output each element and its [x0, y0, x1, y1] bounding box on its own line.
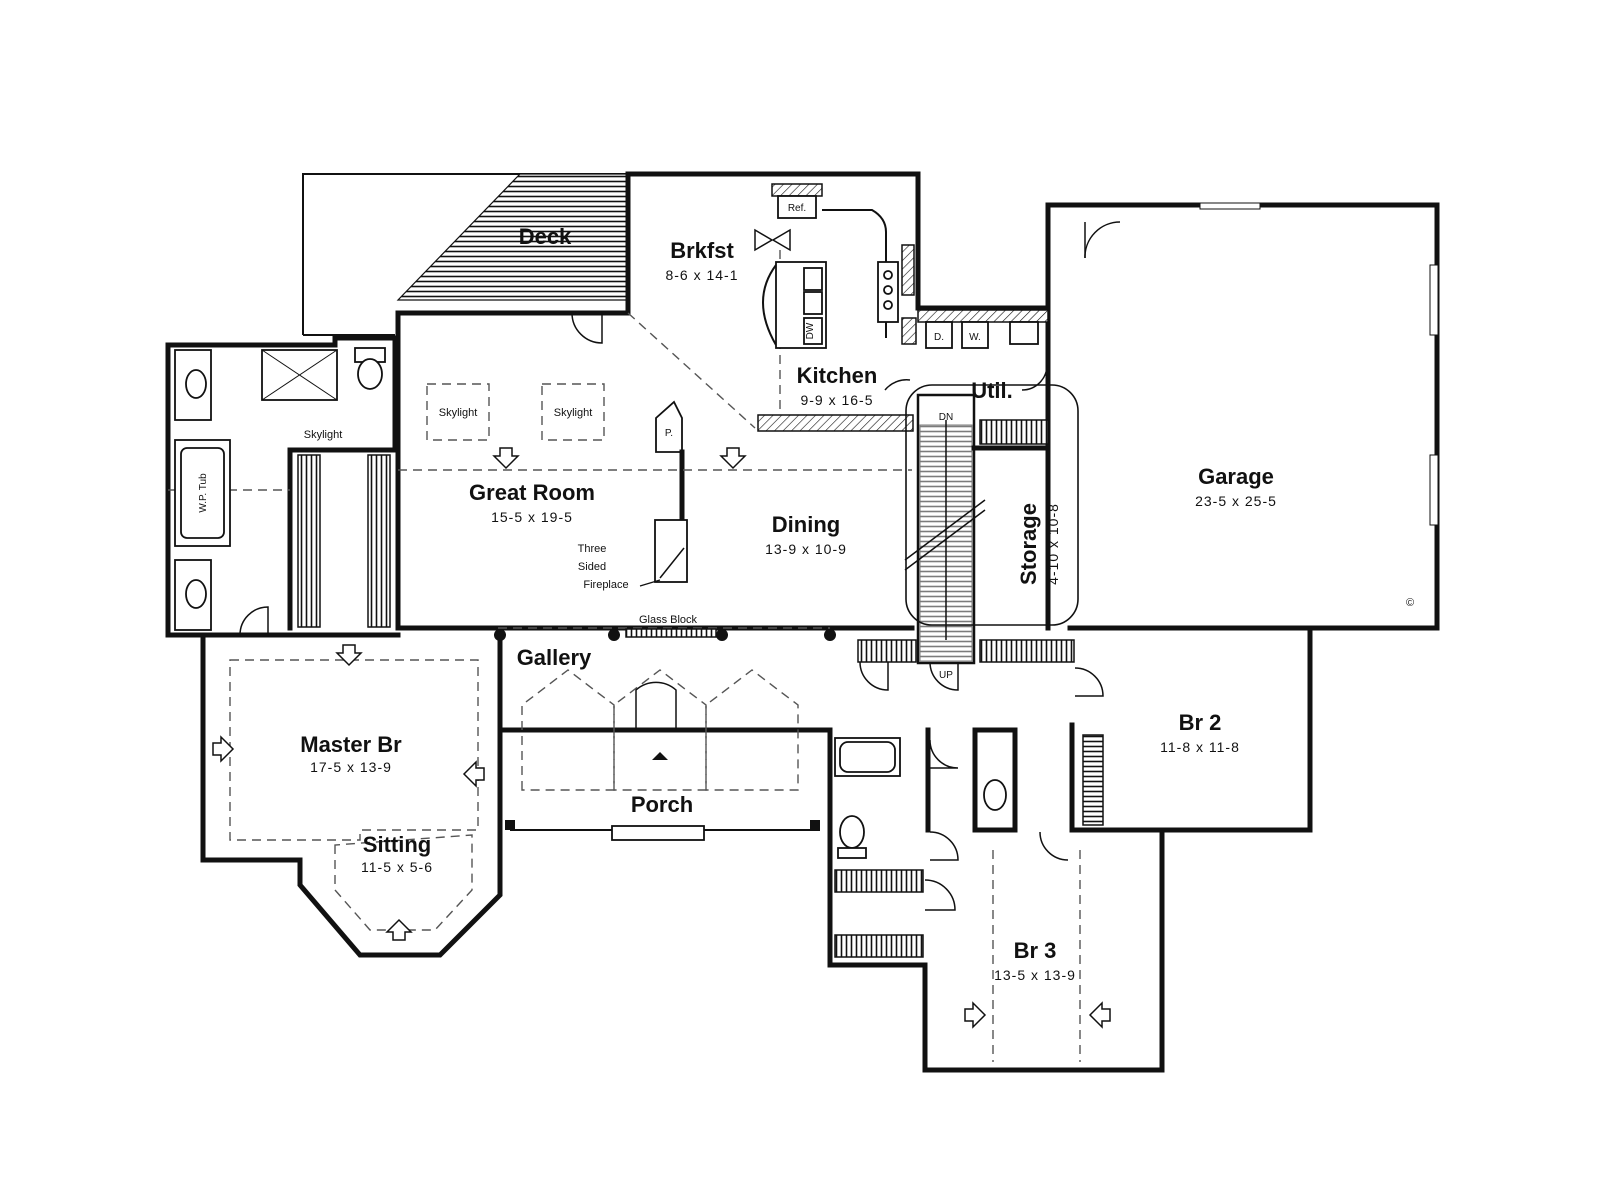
skylight-label-3: Skylight — [304, 429, 343, 441]
dims-br3: 13-5 x 13-9 — [994, 967, 1076, 983]
room-great-room: Great Room — [469, 480, 595, 505]
stair-dn-label: DN — [939, 412, 953, 423]
dw-label: DW — [805, 322, 816, 339]
sink-icon — [185, 369, 207, 399]
dims-great-room: 15-5 x 19-5 — [491, 509, 573, 525]
arrow-left-icon — [1088, 1001, 1111, 1029]
room-storage: Storage — [1016, 503, 1041, 585]
arrow-down-icon — [335, 644, 363, 667]
glass-block-label: Glass Block — [639, 614, 698, 626]
dims-brkfst: 8-6 x 14-1 — [665, 267, 738, 283]
fireplace-label-2: Sided — [578, 561, 606, 573]
refrigerator-icon — [777, 195, 817, 219]
fixtures — [174, 183, 1439, 958]
dims-dining: 13-9 x 10-9 — [765, 541, 847, 557]
room-gallery: Gallery — [517, 645, 592, 670]
wp-tub-label: W.P. Tub — [198, 473, 209, 513]
hall-sink-icon — [983, 779, 1007, 811]
deck-area — [302, 173, 630, 336]
dims-sitting: 11-5 x 5-6 — [361, 859, 433, 875]
dryer-label: D. — [934, 332, 944, 343]
room-dining: Dining — [772, 512, 840, 537]
dims-storage: 4-10 x 10-8 — [1045, 503, 1061, 585]
sink-icon-2 — [185, 579, 207, 609]
fireplace-label-3: Fireplace — [583, 579, 628, 591]
room-master-br: Master Br — [300, 732, 402, 757]
glass-block — [625, 628, 717, 638]
arrows — [212, 228, 1111, 1029]
stair-up-label: UP — [939, 670, 953, 681]
toilet-icon — [357, 358, 383, 390]
skylight-label-2: Skylight — [554, 407, 593, 419]
fireplace-label-1: Three — [578, 543, 607, 555]
hall-toilet-icon — [839, 815, 865, 849]
arrow-up-icon — [385, 918, 413, 941]
washer-label: W. — [969, 332, 981, 343]
arrow-right-icon — [212, 735, 235, 763]
room-deck: Deck — [519, 224, 572, 249]
room-sitting: Sitting — [363, 832, 431, 857]
arrow-right-icon — [964, 1001, 987, 1029]
skylight-label-1: Skylight — [439, 407, 478, 419]
copyright-mark: © — [1406, 597, 1414, 609]
room-util: Util. — [971, 378, 1013, 403]
dishwasher-icon — [803, 317, 823, 345]
room-labels: Deck Brkfst 8-6 x 14-1 Kitchen 9-9 x 16-… — [300, 224, 1277, 983]
room-porch: Porch — [631, 792, 693, 817]
dims-garage: 23-5 x 25-5 — [1195, 493, 1277, 509]
deck-steps — [396, 173, 629, 301]
dims-master-br: 17-5 x 13-9 — [310, 759, 392, 775]
washer-icon — [961, 321, 989, 349]
room-kitchen: Kitchen — [797, 363, 878, 388]
pantry-label: P. — [665, 428, 673, 439]
pendant-light-icon — [754, 228, 791, 252]
skylight-1 — [426, 383, 490, 441]
dims-br2: 11-8 x 11-8 — [1160, 739, 1240, 755]
room-garage: Garage — [1198, 464, 1274, 489]
skylight-2 — [541, 383, 605, 441]
arrow-down-icon — [719, 447, 747, 470]
dryer-icon — [925, 321, 953, 349]
room-br3: Br 3 — [1014, 938, 1057, 963]
fixture-labels: Skylight Skylight Skylight Glass Block T… — [198, 203, 1414, 681]
ref-label: Ref. — [788, 203, 806, 214]
room-brkfst: Brkfst — [670, 238, 734, 263]
arrow-left-icon — [462, 760, 485, 788]
utility-sink-icon — [1009, 321, 1039, 345]
porch-step — [611, 825, 705, 841]
stairs — [904, 384, 1079, 662]
dims-kitchen: 9-9 x 16-5 — [800, 392, 873, 408]
arrow-down-icon — [492, 447, 520, 470]
room-br2: Br 2 — [1179, 710, 1222, 735]
